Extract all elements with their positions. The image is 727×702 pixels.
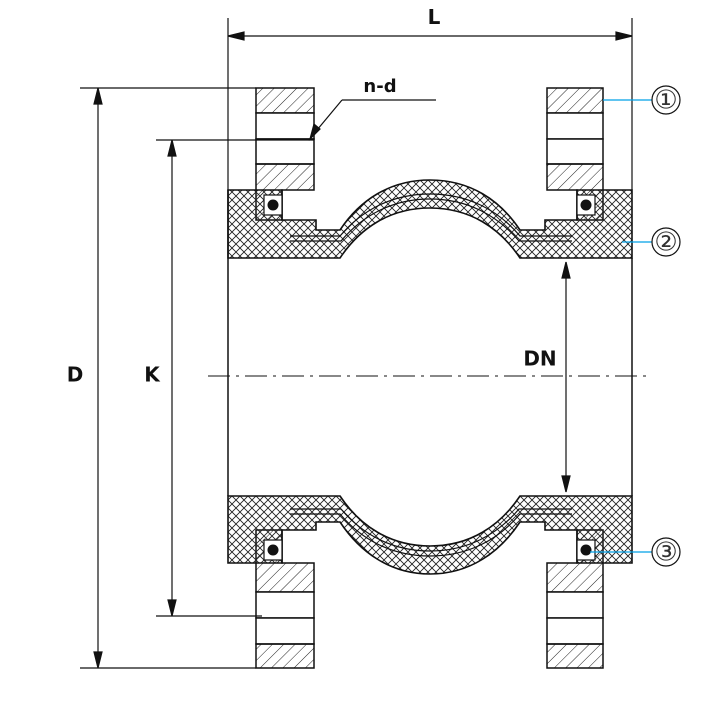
bottom-reinforcement-line [290, 513, 572, 557]
bolt-hole-label: n-d [363, 76, 396, 97]
callout-2-number: ② [654, 228, 677, 258]
callout-3-number: ③ [654, 538, 677, 568]
dimension-l [227, 18, 633, 190]
dimension-l-label: L [428, 5, 441, 29]
dimension-d-label: D [67, 363, 84, 387]
callout-2: ② [622, 227, 681, 258]
dimension-d [80, 87, 256, 669]
dimension-dn-label: DN [523, 347, 556, 371]
dimension-dn [561, 261, 571, 493]
top-reinforcement-line [290, 193, 572, 237]
bore-outline [227, 190, 633, 496]
bolt-hole-leader [308, 99, 436, 142]
bottom-rubber-body [227, 495, 633, 575]
dimension-k [156, 139, 314, 617]
top-rubber-body [227, 179, 633, 259]
callout-1-number: ① [654, 86, 677, 116]
callout-1: ① [603, 85, 681, 116]
dimension-k-label: K [144, 363, 161, 387]
seal-rings [263, 194, 596, 561]
callout-3: ③ [590, 537, 681, 568]
